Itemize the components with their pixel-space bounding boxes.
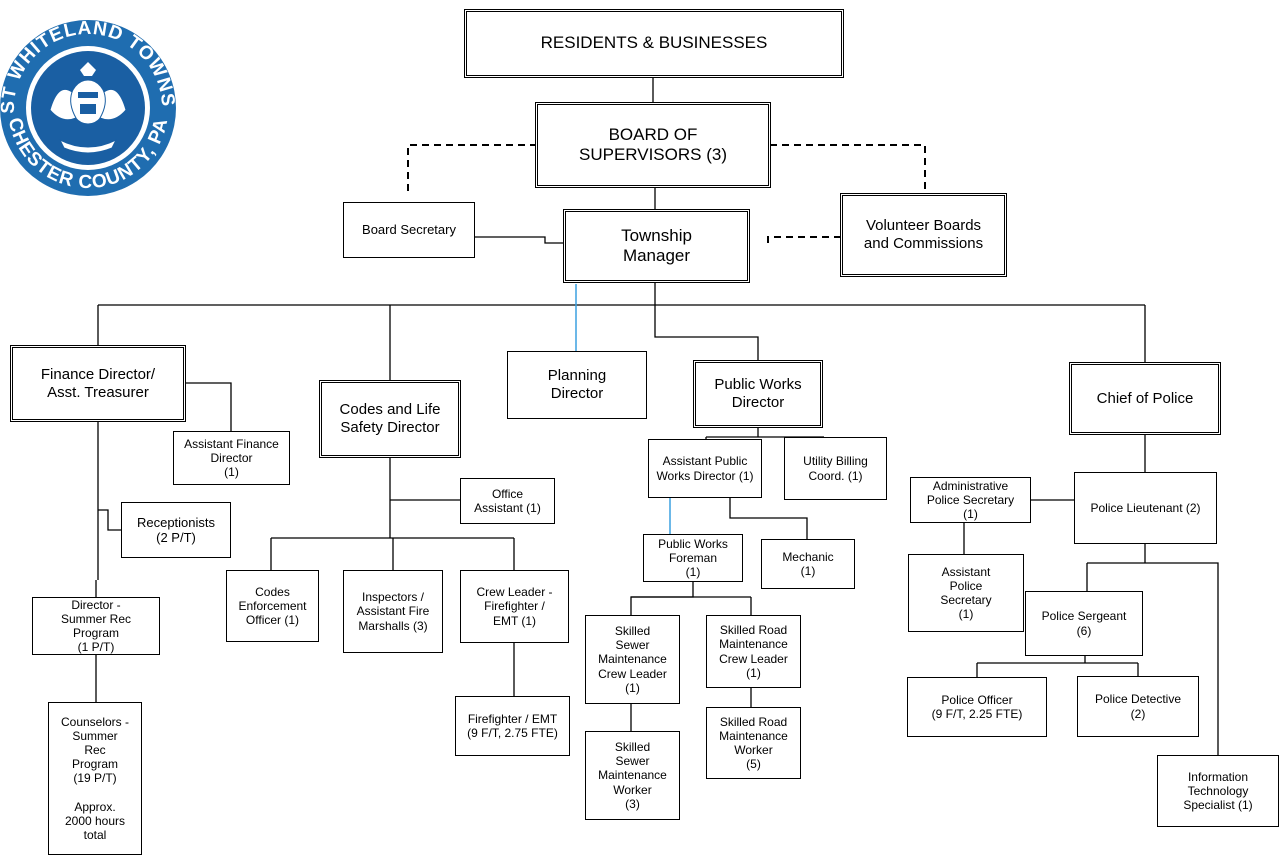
- public-works-director-box: Public Works Director: [693, 360, 823, 428]
- counselors-box: Counselors - Summer Rec Program (19 P/T)…: [48, 702, 142, 855]
- codes-enforcement-box: Codes Enforcement Officer (1): [226, 570, 319, 642]
- volunteer-boards-box: Volunteer Boards and Commissions: [840, 193, 1007, 277]
- inspectors-box: Inspectors / Assistant Fire Marshalls (3…: [343, 570, 443, 653]
- assistant-public-works-director-box: Assistant Public Works Director (1): [648, 439, 762, 498]
- road-worker-box: Skilled Road Maintenance Worker (5): [706, 707, 801, 779]
- assistant-police-secretary-box: Assistant Police Secretary (1): [908, 554, 1024, 632]
- codes-director-box: Codes and Life Safety Director: [319, 380, 461, 458]
- crew-leader-firefighter-box: Crew Leader - Firefighter / EMT (1): [460, 570, 569, 643]
- police-sergeant-box: Police Sergeant (6): [1025, 591, 1143, 656]
- administrative-police-secretary-box: Administrative Police Secretary (1): [910, 477, 1031, 523]
- planning-director-box: Planning Director: [507, 351, 647, 419]
- office-assistant-box: Office Assistant (1): [460, 478, 555, 524]
- summer-rec-director-box: Director - Summer Rec Program (1 P/T): [32, 597, 160, 655]
- police-detective-box: Police Detective (2): [1077, 676, 1199, 737]
- township-manager-box: Township Manager: [563, 209, 750, 283]
- board-of-supervisors-box: BOARD OF SUPERVISORS (3): [535, 102, 771, 188]
- road-crew-leader-box: Skilled Road Maintenance Crew Leader (1): [706, 615, 801, 688]
- chief-of-police-box: Chief of Police: [1069, 362, 1221, 435]
- board-secretary-box: Board Secretary: [343, 202, 475, 258]
- police-officer-box: Police Officer (9 F/T, 2.25 FTE): [907, 677, 1047, 737]
- mechanic-box: Mechanic (1): [761, 539, 855, 589]
- receptionists-box: Receptionists (2 P/T): [121, 502, 231, 558]
- residents-businesses-box: RESIDENTS & BUSINESSES: [464, 9, 844, 78]
- it-specialist-box: Information Technology Specialist (1): [1157, 755, 1279, 827]
- firefighter-emt-box: Firefighter / EMT (9 F/T, 2.75 FTE): [455, 696, 570, 756]
- assistant-finance-director-box: Assistant Finance Director (1): [173, 431, 290, 485]
- public-works-foreman-box: Public Works Foreman (1): [643, 534, 743, 582]
- township-seal-logo: EAST WHITELAND TOWNSHIP CHESTER COUNTY, …: [0, 0, 177, 196]
- sewer-crew-leader-box: Skilled Sewer Maintenance Crew Leader (1…: [585, 615, 680, 704]
- police-lieutenant-box: Police Lieutenant (2): [1074, 472, 1217, 544]
- utility-billing-box: Utility Billing Coord. (1): [784, 437, 887, 500]
- sewer-worker-box: Skilled Sewer Maintenance Worker (3): [585, 731, 680, 820]
- finance-director-box: Finance Director/ Asst. Treasurer: [10, 345, 186, 422]
